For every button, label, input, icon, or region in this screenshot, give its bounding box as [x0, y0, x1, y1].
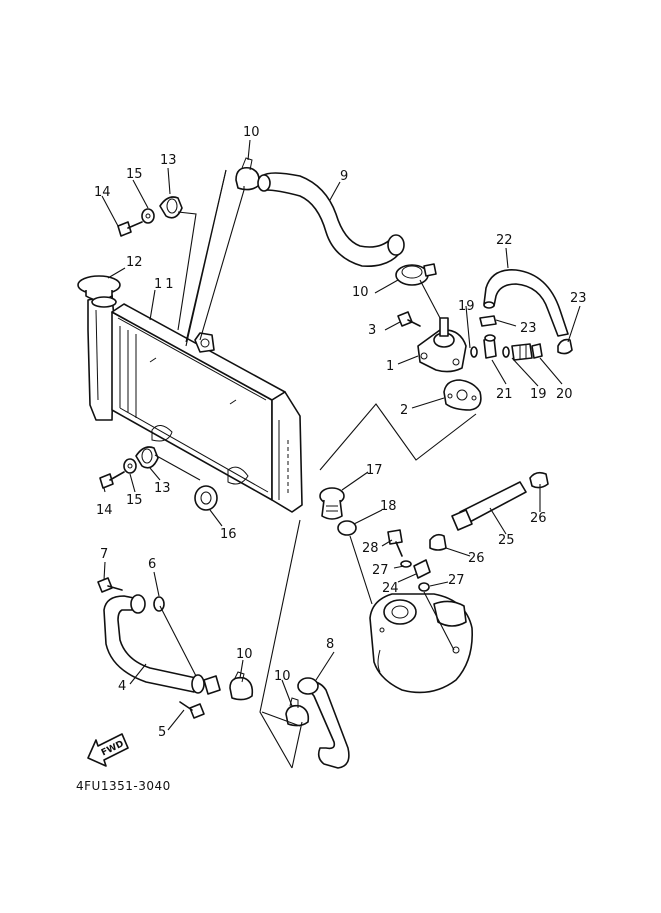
callout-12: 12: [126, 255, 143, 270]
callout-23-right: 23: [570, 291, 587, 306]
callout-19-upper: 19: [458, 299, 475, 314]
callout-27-left: 27: [372, 563, 389, 578]
callout-15-lower: 15: [126, 493, 143, 508]
gasket-part: [443, 379, 482, 411]
callout-21: 21: [496, 387, 513, 402]
upper-mount-hardware: [117, 196, 183, 237]
callout-10-lower-left: 10: [236, 647, 253, 662]
callout-10-right: 10: [352, 285, 369, 300]
upper-radiator-hose: [257, 172, 405, 267]
callout-10-top: 10: [243, 125, 260, 140]
callout-1: 1: [386, 359, 394, 374]
callout-leaders: [101, 139, 581, 731]
callout-25: 25: [498, 533, 515, 548]
lower-radiator-hose: [285, 677, 350, 769]
callout-26-right: 26: [530, 511, 547, 526]
radiator-part: [87, 294, 303, 513]
forward-arrow: FWD: [87, 733, 129, 767]
callout-3: 3: [368, 323, 376, 338]
callout-20: 20: [556, 387, 573, 402]
callout-5: 5: [158, 725, 166, 740]
callout-10-lower-right: 10: [274, 669, 291, 684]
lower-mount-hardware: [99, 446, 159, 489]
callout-22: 22: [496, 233, 513, 248]
callout-13-lower: 13: [154, 481, 171, 496]
callout-27-right: 27: [448, 573, 465, 588]
callout-14-upper: 14: [94, 185, 111, 200]
callout-16: 16: [220, 527, 237, 542]
callout-8: 8: [326, 637, 334, 652]
assembly-leader-lines: [154, 169, 477, 769]
drawing-code: 4FU1351-3040: [76, 779, 171, 793]
thermostat-housing: [397, 311, 467, 373]
hose-clamp-top: [235, 157, 260, 191]
bypass-hose: [429, 471, 549, 551]
callout-28: 28: [362, 541, 379, 556]
radiator-cap-part: [77, 275, 121, 308]
callout-14-lower: 14: [96, 503, 113, 518]
grommet-part: [194, 485, 218, 511]
breather-hose: [479, 269, 573, 355]
callout-18: 18: [380, 499, 397, 514]
callout-15-upper: 15: [126, 167, 143, 182]
water-pump-housing: [369, 593, 473, 694]
callout-19-lower: 19: [530, 387, 547, 402]
callout-2: 2: [400, 403, 408, 418]
thermostat-part: [319, 487, 357, 536]
hose-clamp-lower-left: [229, 671, 254, 701]
callout-24: 24: [382, 581, 399, 596]
callout-13-upper: 13: [160, 153, 177, 168]
callout-17: 17: [366, 463, 383, 478]
callout-numbers: 10 9 13 15 14 12 11 22 10 23 19 23 3 1 2…: [94, 125, 587, 740]
hose-clamp-right: [395, 263, 437, 286]
callout-26-left: 26: [468, 551, 485, 566]
callout-11: 11: [154, 277, 177, 292]
callout-7: 7: [100, 547, 108, 562]
lower-water-pipe: [97, 577, 221, 719]
callout-23-left: 23: [520, 321, 537, 336]
callout-9: 9: [340, 169, 348, 184]
hose-fitting-group: [470, 334, 543, 361]
callout-4: 4: [118, 679, 126, 694]
callout-6: 6: [148, 557, 156, 572]
